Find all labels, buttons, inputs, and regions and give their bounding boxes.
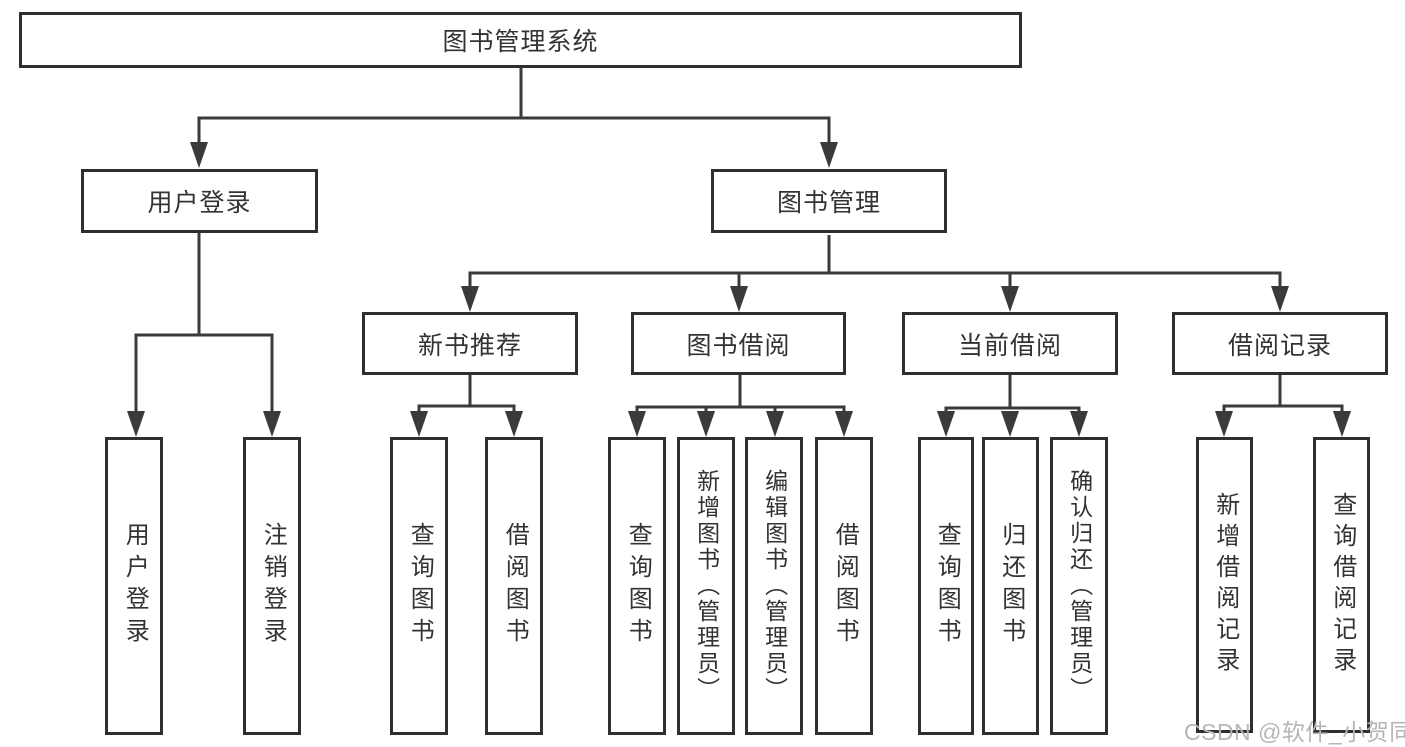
node-label: 查询图书 xyxy=(406,522,434,650)
node-label: 编辑图书（管理员） xyxy=(761,469,788,703)
leaf-recommend-query-book: 查询图书 xyxy=(390,437,448,735)
tree-edges xyxy=(134,68,1344,414)
node-label: 图书管理 xyxy=(776,189,881,217)
node-label: 用户登录 xyxy=(121,522,149,650)
node-label: 新增借阅记录 xyxy=(1211,492,1239,678)
node-borrow-record: 借阅记录 xyxy=(1172,312,1388,375)
node-label: 查询借阅记录 xyxy=(1328,492,1356,678)
node-label: 查询图书 xyxy=(933,522,961,650)
leaf-logout: 注销登录 xyxy=(243,437,301,735)
node-user-login: 用户登录 xyxy=(81,169,318,233)
leaf-user-login: 用户登录 xyxy=(105,437,163,735)
leaf-query-borrow-record: 查询借阅记录 xyxy=(1313,437,1370,733)
leaf-return-book: 归还图书 xyxy=(982,437,1039,735)
leaf-confirm-return-admin: 确认归还（管理员） xyxy=(1050,437,1108,735)
node-label: 查询图书 xyxy=(624,522,652,650)
leaf-recommend-borrow-book: 借阅图书 xyxy=(485,437,543,735)
node-label: 借阅记录 xyxy=(1227,331,1332,360)
node-book-management: 图书管理 xyxy=(711,169,947,233)
leaf-add-book-admin: 新增图书（管理员） xyxy=(677,437,735,735)
watermark: CSDN @软件_小贺同学 xyxy=(1184,719,1405,745)
node-label: 当前借阅 xyxy=(957,331,1062,360)
node-label: 新增图书（管理员） xyxy=(693,469,720,703)
leaf-edit-book-admin: 编辑图书（管理员） xyxy=(745,437,803,735)
leaf-borrow-query-book: 查询图书 xyxy=(608,437,666,735)
node-label: 确认归还（管理员） xyxy=(1066,469,1093,703)
node-current-borrow: 当前借阅 xyxy=(902,312,1118,375)
leaf-borrow-book: 借阅图书 xyxy=(815,437,873,735)
leaf-add-borrow-record: 新增借阅记录 xyxy=(1196,437,1253,733)
leaf-current-query-book: 查询图书 xyxy=(918,437,974,735)
node-label: 归还图书 xyxy=(997,522,1025,650)
node-label: 图书借阅 xyxy=(686,331,791,360)
node-root-system: 图书管理系统 xyxy=(19,12,1022,68)
node-label: 图书管理系统 xyxy=(442,28,599,56)
node-label: 新书推荐 xyxy=(417,331,522,360)
node-book-borrow: 图书借阅 xyxy=(631,312,846,375)
node-label: 借阅图书 xyxy=(501,522,529,650)
node-new-book-recommend: 新书推荐 xyxy=(362,312,578,375)
node-label: 用户登录 xyxy=(147,189,252,217)
arrowheads xyxy=(127,142,1351,437)
node-label: 借阅图书 xyxy=(831,522,859,650)
node-label: 注销登录 xyxy=(259,522,287,650)
